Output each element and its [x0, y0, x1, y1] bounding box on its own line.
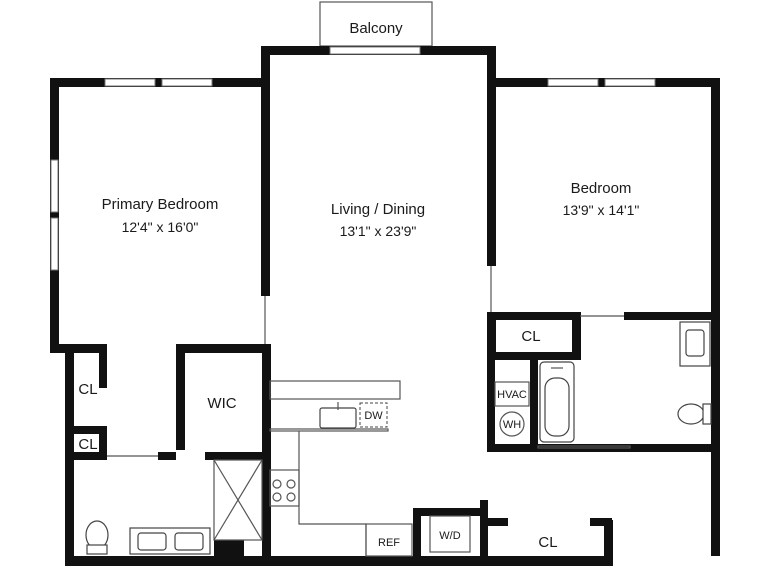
wall-cl2-bottom: [65, 452, 107, 460]
wall-bath-top: [158, 452, 176, 460]
wall-wd-right: [480, 500, 488, 558]
wall-hvac-left: [487, 352, 495, 448]
wall-living-top-left-jog: [261, 46, 270, 86]
burner: [272, 492, 282, 502]
shower: [213, 459, 263, 541]
wall-bath2-bottom-right: [630, 444, 720, 452]
refrigerator-label: REF: [378, 537, 400, 549]
exterior-walls: [50, 46, 720, 566]
interior-walls: [65, 86, 720, 558]
wall-bath-top-right: [205, 452, 271, 460]
window: [104, 78, 156, 87]
burner: [286, 479, 296, 489]
sink: [174, 532, 204, 551]
closet-label: CL: [538, 534, 557, 551]
counter-edge: [269, 428, 389, 432]
refrigerator: [365, 523, 413, 557]
wall-wic-right: [262, 344, 271, 556]
toilet: [677, 403, 705, 425]
toilet-tank: [86, 544, 108, 555]
wall-wd-top: [413, 508, 488, 516]
kitchen: DW REF W/D: [269, 380, 471, 557]
shower-base: [214, 540, 244, 556]
burner: [286, 492, 296, 502]
sink: [685, 329, 705, 357]
windows: [50, 46, 656, 271]
primary-bedroom-dims: 12'4" x 16'0": [122, 219, 199, 235]
hvac-label: HVAC: [497, 389, 527, 401]
window: [547, 78, 599, 87]
threshold: [537, 445, 631, 449]
burner: [272, 479, 282, 489]
primary-bath: [85, 459, 263, 555]
wall-wic-left: [176, 344, 185, 450]
toilet-tank: [702, 403, 712, 425]
wall-living-top-right-jog: [487, 46, 496, 86]
water-heater: [499, 411, 525, 437]
washer-dryer: [429, 515, 471, 553]
sliding-door: [329, 46, 421, 55]
wall-cl-center-top: [487, 312, 581, 320]
wall-bottom: [65, 556, 613, 566]
sink: [137, 532, 167, 551]
wall-bottom-right-notch: [604, 520, 613, 566]
shower-cross: [213, 459, 263, 541]
closet-label: CL: [78, 381, 97, 398]
wall-cl-center-left: [487, 312, 496, 356]
dishwasher: [359, 402, 388, 428]
wall-wic-top: [176, 344, 271, 353]
balcony-label: Balcony: [349, 20, 403, 37]
wall-primary-living: [261, 86, 270, 296]
bedroom-dims: 13'9" x 14'1": [563, 202, 640, 218]
closet-label: CL: [78, 436, 97, 453]
window: [161, 78, 213, 87]
wall-cl2-right: [99, 426, 107, 460]
dishwasher-label: DW: [364, 410, 383, 422]
wall-wd-left: [413, 508, 421, 558]
wall-left-step: [50, 344, 106, 353]
mechanical: HVAC WH: [494, 381, 530, 437]
second-bath: [537, 321, 712, 449]
wall-cl-divider: [65, 426, 107, 434]
wall-bath2-top: [624, 312, 720, 320]
window: [50, 159, 59, 213]
wall-cl-br-top-left: [488, 518, 508, 526]
wall-cl-br-top-right: [590, 518, 612, 526]
window: [50, 217, 59, 271]
range: [269, 469, 300, 507]
wall-cl-center-right: [572, 312, 581, 360]
kitchen-island: [269, 380, 401, 400]
room-labels: Balcony Primary Bedroom 12'4" x 16'0" Li…: [78, 20, 639, 551]
hvac: [494, 381, 530, 407]
washer-dryer-label: W/D: [439, 530, 460, 542]
water-heater-label: WH: [503, 419, 521, 431]
primary-bedroom-label: Primary Bedroom: [102, 196, 219, 213]
counter-outline: [298, 431, 367, 556]
wall-top-right: [487, 78, 720, 87]
living-dining-dims: 13'1" x 23'9": [340, 223, 417, 239]
window: [604, 78, 656, 87]
bathtub-basin: [544, 377, 570, 437]
closet-label: CL: [521, 328, 540, 345]
wall-top-left: [50, 78, 265, 87]
bedroom-label: Bedroom: [571, 180, 632, 197]
living-dining-label: Living / Dining: [331, 201, 425, 218]
wall-hvac-right: [530, 352, 538, 448]
wall-cl1-right: [99, 344, 107, 388]
wall-left-upper: [50, 78, 59, 353]
wall-living-bedroom: [487, 86, 496, 266]
kitchen-sink: [319, 407, 357, 429]
wic-label: WIC: [207, 395, 236, 412]
